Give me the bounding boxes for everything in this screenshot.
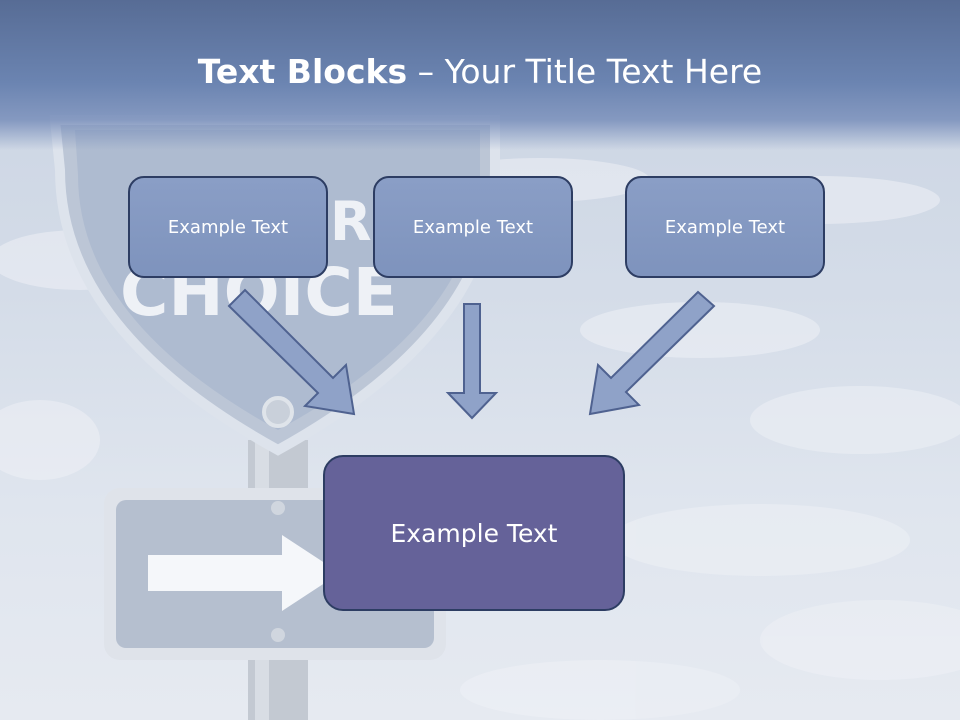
text-block-top-left[interactable]: Example Text (128, 176, 328, 278)
text-block-top-right[interactable]: Example Text (625, 176, 825, 278)
title-rest: Your Title Text Here (444, 52, 763, 91)
title-dash: – (407, 52, 445, 91)
sign-partial-letter: R (330, 190, 372, 253)
text-block-top-left-label: Example Text (167, 216, 289, 238)
text-block-top-center-label: Example Text (412, 216, 534, 238)
text-block-top-right-label: Example Text (664, 216, 786, 238)
header-band (0, 0, 960, 150)
slide-title: Text Blocks – Your Title Text Here (0, 52, 960, 91)
text-block-top-center[interactable]: Example Text (373, 176, 573, 278)
title-bold: Text Blocks (197, 52, 408, 91)
text-block-bottom-label: Example Text (390, 518, 558, 548)
text-block-bottom[interactable]: Example Text (323, 455, 625, 611)
